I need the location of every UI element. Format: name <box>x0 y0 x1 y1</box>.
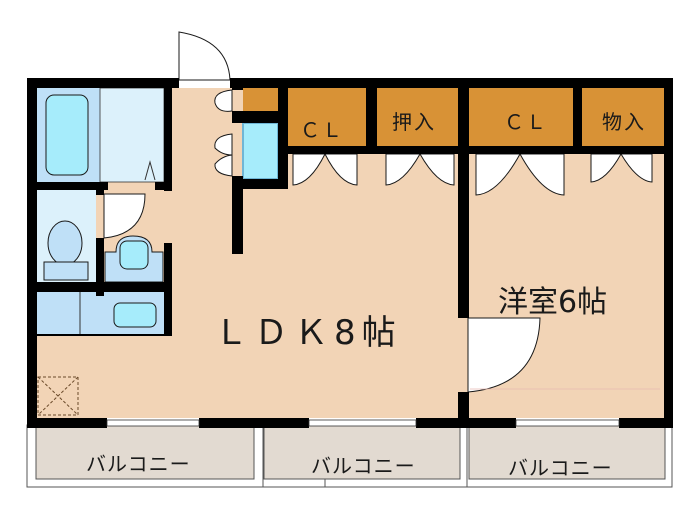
faucet-icon <box>144 160 156 181</box>
shoe-box-door-icon <box>214 89 233 112</box>
shoe-box <box>243 88 278 112</box>
basin-icon <box>119 240 149 270</box>
walls <box>27 78 673 428</box>
closet-oshiire-label: 押入 <box>392 110 436 134</box>
closet-cl-2-label: ＣＬ <box>504 110 548 134</box>
windows <box>106 419 620 427</box>
closet-doors <box>292 153 653 196</box>
closet-oshiire <box>377 88 458 146</box>
bathtub-icon <box>45 94 89 176</box>
closet-monoire <box>582 88 664 146</box>
toilet-bowl-icon <box>47 220 83 266</box>
balcony-2 <box>263 424 461 480</box>
closet-cl-1-label: ＣＬ <box>300 118 344 142</box>
toilet-tank-icon <box>43 261 89 281</box>
closet-monoire-label: 物入 <box>602 110 646 134</box>
closet-cl-2 <box>469 88 573 146</box>
floor-hatch-icon <box>37 376 79 416</box>
balcony-3-label: バルコニー <box>508 456 613 480</box>
fridge-door-icon <box>214 133 233 177</box>
balcony-1-label: バルコニー <box>86 452 191 476</box>
ldk-label: ＬＤＫ8帖 <box>214 313 402 353</box>
western-room-door-icon[interactable] <box>467 317 541 393</box>
washer-icon <box>113 302 157 328</box>
washroom <box>99 87 165 183</box>
entry-door-icon[interactable] <box>178 31 231 81</box>
western-room-label: 洋室6帖 <box>498 285 608 320</box>
closet-cl-1 <box>288 88 366 146</box>
toilet-door-icon <box>103 193 146 239</box>
balcony-2-label: バルコニー <box>311 454 416 478</box>
refrigerator-icon <box>242 122 279 180</box>
